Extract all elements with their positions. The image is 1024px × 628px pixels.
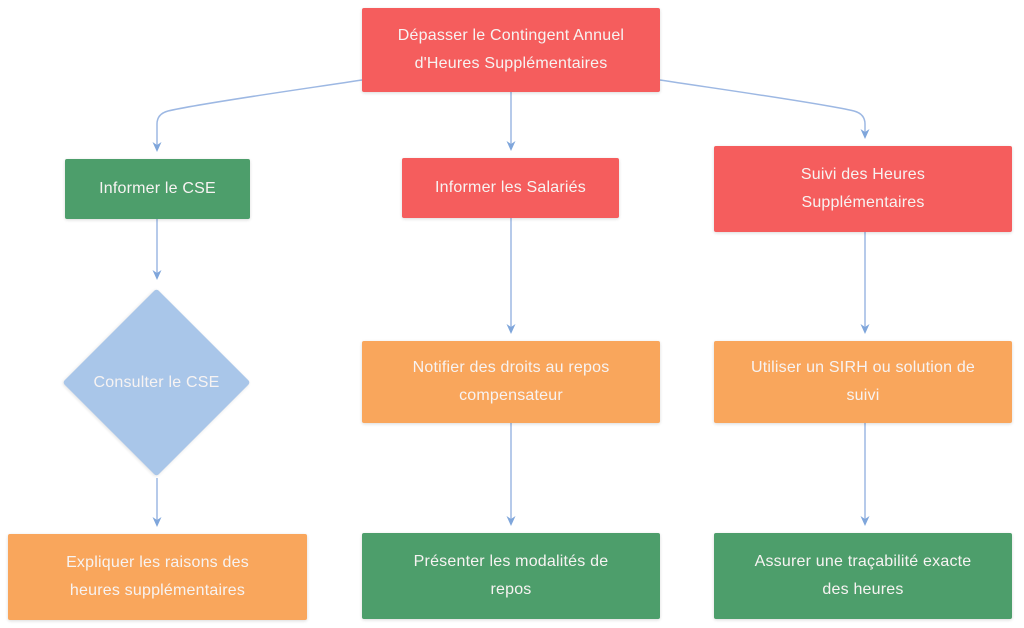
node-label-line: Informer le CSE — [99, 180, 216, 197]
edge-root-to-informer-cse — [152, 79, 363, 152]
node-label-line: Supplémentaires — [801, 194, 925, 211]
node-informer-cse: Informer le CSE — [65, 159, 250, 219]
edge-root-to-suivi-heures — [659, 79, 870, 139]
node-label-line: Expliquer les raisons des — [66, 554, 249, 571]
node-label-line: Informer les Salariés — [435, 179, 586, 196]
node-utiliser-sirh: Utiliser un SIRH ou solution de suivi — [714, 341, 1012, 423]
node-label-line: suivi — [846, 387, 880, 404]
node-label-line: heures supplémentaires — [69, 582, 246, 599]
node-depasser-contingent: Dépasser le Contingent Annuel d'Heures S… — [362, 8, 660, 92]
node-label-line: repos — [490, 581, 532, 598]
node-label-line: Consulter le CSE — [93, 373, 220, 391]
node-suivi-heures: Suivi des Heures Supplémentaires — [714, 146, 1012, 232]
node-label-line: compensateur — [459, 387, 563, 404]
node-label-line: Présenter les modalités de — [413, 553, 609, 570]
node-notifier-repos: Notifier des droits au repos compensateu… — [362, 341, 660, 423]
node-label-line: des heures — [822, 581, 904, 598]
node-label-line: d'Heures Supplémentaires — [414, 55, 608, 72]
node-label-line: Dépasser le Contingent Annuel — [397, 27, 625, 44]
node-label-line: Utiliser un SIRH ou solution de — [750, 359, 976, 376]
node-label-line: Suivi des Heures — [800, 166, 926, 183]
node-presenter-modalites: Présenter les modalités de repos — [362, 533, 660, 619]
node-expliquer-raisons: Expliquer les raisons des heures supplém… — [8, 534, 307, 620]
node-label-line: Notifier des droits au repos — [412, 359, 610, 376]
node-consulter-cse-decision: Consulter le CSE — [62, 288, 251, 477]
node-assurer-tracabilite: Assurer une traçabilité exacte des heure… — [714, 533, 1012, 619]
node-informer-salaries: Informer les Salariés — [402, 158, 619, 218]
node-label-line: Assurer une traçabilité exacte — [754, 553, 972, 570]
